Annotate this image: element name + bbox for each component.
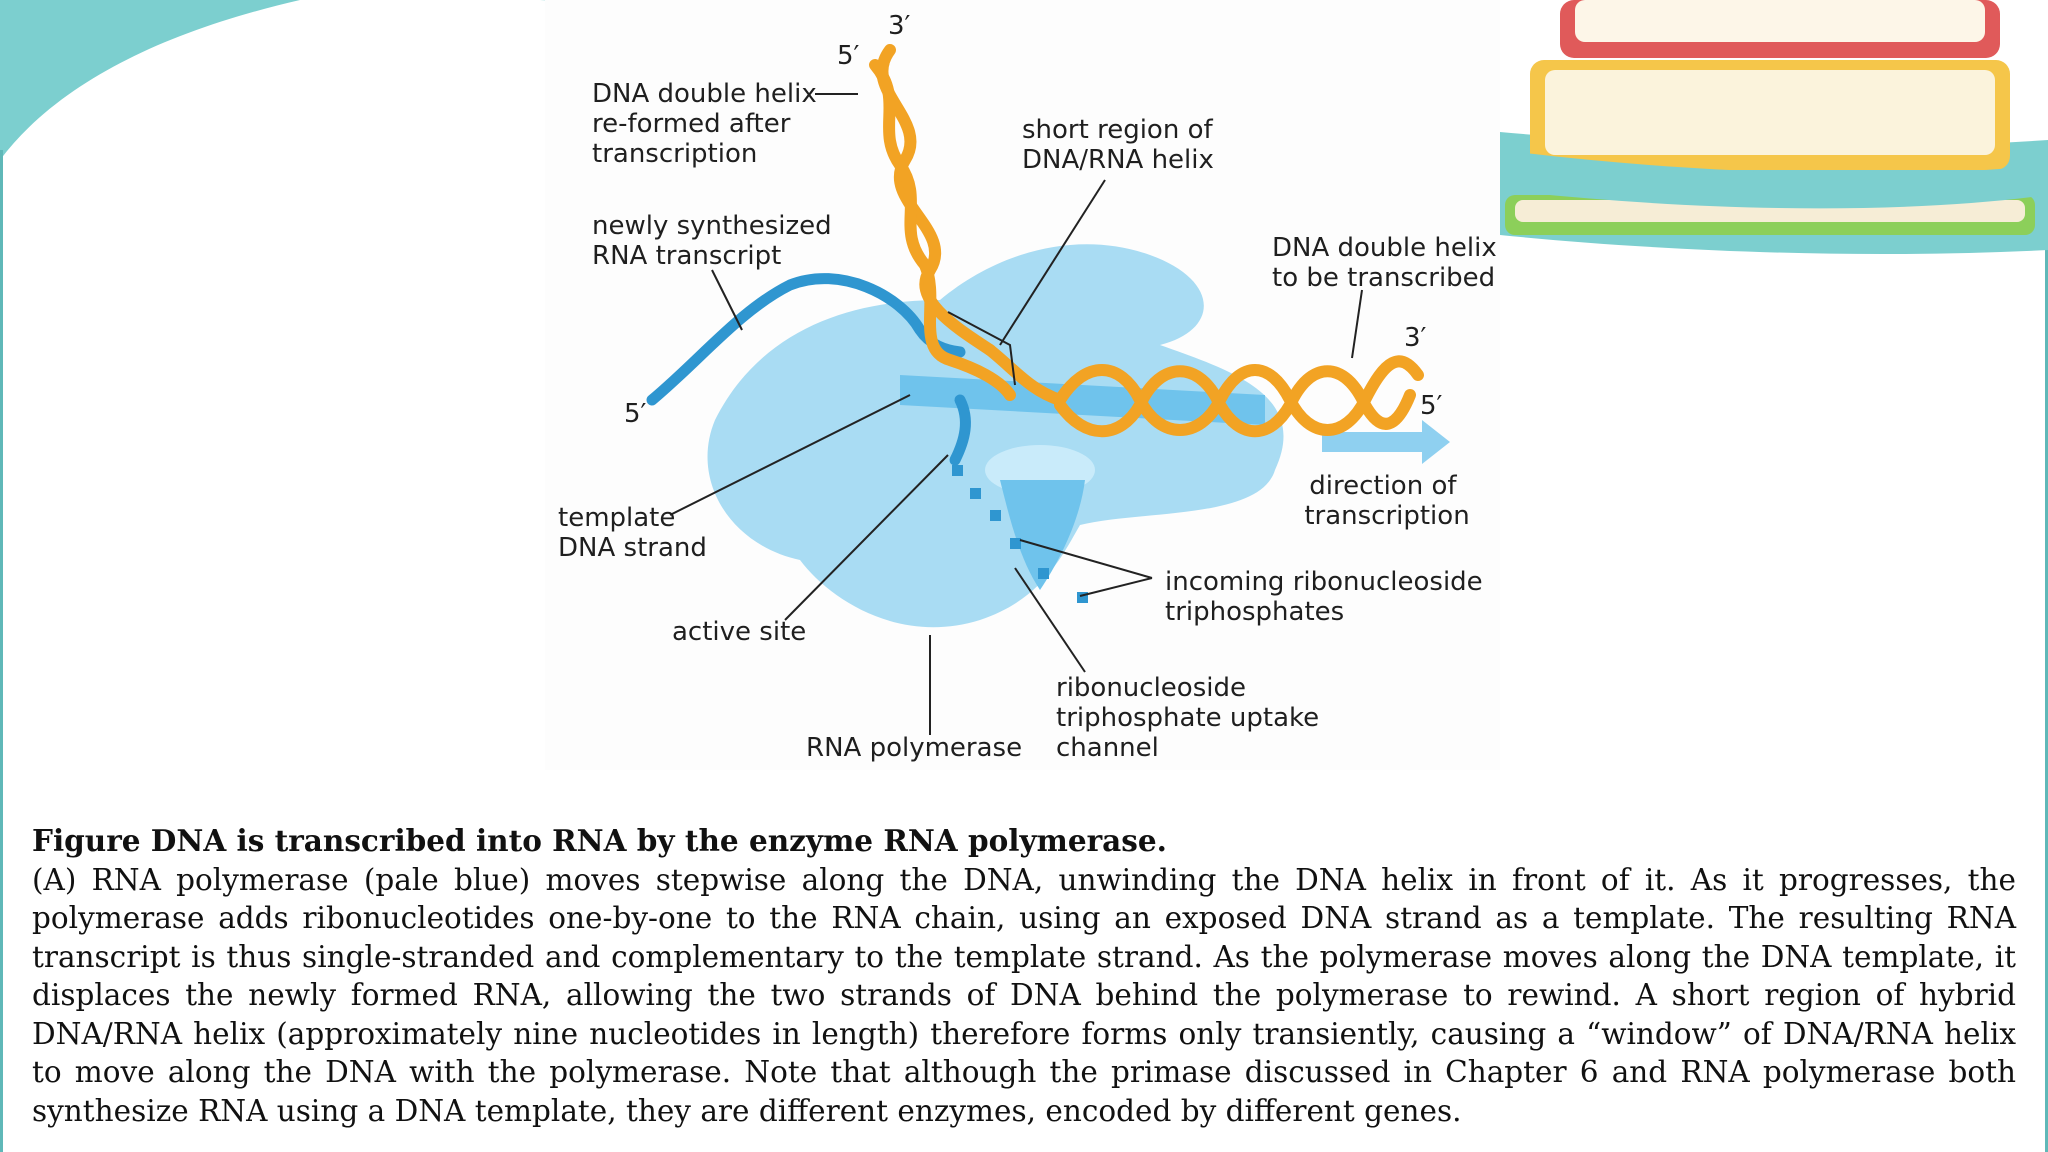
label-5prime-right: 5′ (1420, 391, 1443, 421)
label-3prime-top: 3′ (888, 11, 911, 41)
stack-of-books-icon (1500, 0, 2048, 255)
label-template-strand: template DNA strand (558, 503, 707, 563)
dna-strands (869, 44, 1424, 438)
caption-title: Figure DNA is transcribed into RNA by th… (32, 823, 1167, 858)
uptake-channel (1000, 480, 1085, 590)
caption-body: (A) RNA polymerase (pale blue) moves ste… (32, 862, 2016, 1128)
label-5prime-top: 5′ (837, 41, 860, 71)
label-uptake-channel: ribonucleoside triphosphate uptake chann… (1056, 673, 1327, 763)
left-edge-line (0, 150, 3, 1152)
label-3prime-right: 3′ (1404, 323, 1427, 353)
incoming-nucleotides (952, 465, 1088, 603)
rna-polymerase (707, 244, 1284, 628)
label-incoming: incoming ribonucleoside triphosphates (1165, 567, 1491, 627)
dna-channel (900, 375, 1265, 425)
label-active-site: active site (672, 617, 806, 647)
label-direction: direction of transcription (1304, 471, 1469, 531)
label-rna-transcript: newly synthesized RNA transcript (592, 211, 840, 271)
label-to-be-transcribed: DNA double helix to be transcribed (1272, 233, 1505, 293)
label-5prime-rna: 5′ (624, 399, 647, 429)
direction-arrow (1322, 420, 1450, 464)
figure-caption: Figure DNA is transcribed into RNA by th… (32, 822, 2016, 1130)
teal-corner-swoosh (0, 0, 300, 160)
label-short-region: short region of DNA/RNA helix (1022, 115, 1221, 175)
label-reformed-helix: DNA double helix re-formed after transcr… (592, 79, 825, 169)
label-rna-polymerase: RNA polymerase (806, 733, 1022, 763)
right-edge-line (2045, 200, 2048, 1152)
diagram-labels: 3′ 5′ DNA double helix re-formed after t… (558, 11, 1505, 763)
leader-lines (669, 93, 1363, 735)
